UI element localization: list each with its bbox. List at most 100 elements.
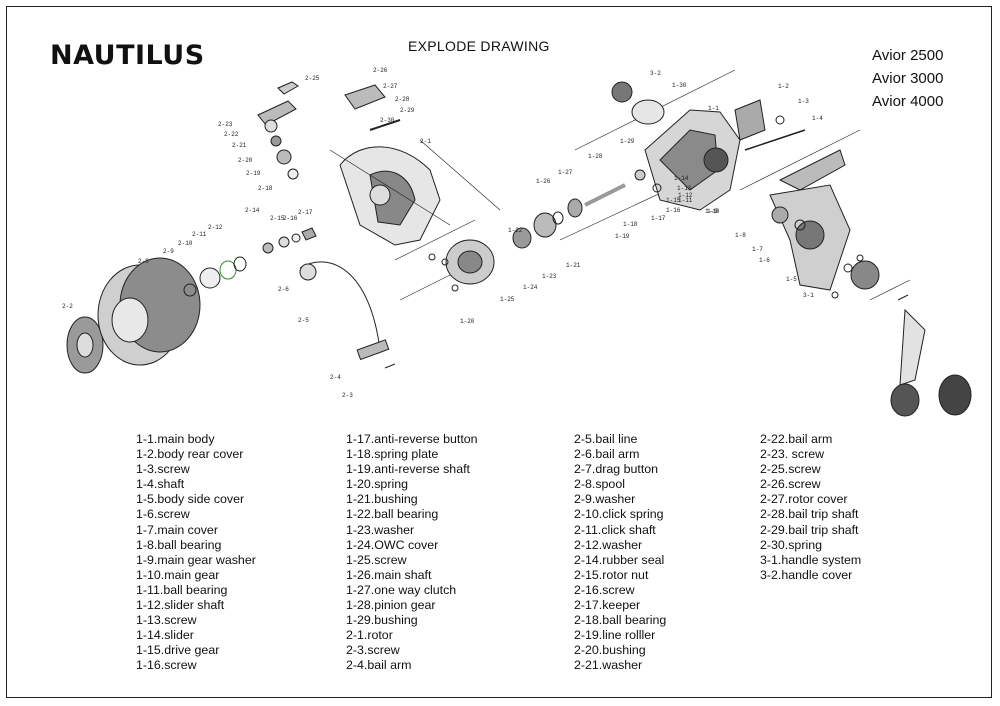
- legend-item: 2-4.bail arm: [346, 658, 412, 673]
- part-number-label: 1-19: [615, 233, 630, 240]
- part-number-label: 2-3: [342, 392, 353, 399]
- part-number-label: 3-1: [803, 292, 814, 299]
- rotor: [339, 84, 441, 246]
- legend-item: 1-9.main gear washer: [136, 552, 256, 567]
- part-number-label: 1-18: [623, 221, 638, 228]
- part-number-label: 2-5: [298, 317, 309, 324]
- part-number-label: 1-10: [705, 208, 720, 215]
- legend-item: 2-17.keeper: [574, 598, 641, 613]
- legend-item: 1-2.body rear cover: [136, 447, 244, 462]
- legend-item: 2-8.spool: [574, 477, 625, 492]
- legend-item: 1-1.main body: [136, 432, 215, 446]
- legend-item: 2-12.washer: [574, 537, 643, 552]
- legend-item: 1-26.main shaft: [346, 567, 432, 582]
- part-number-label: 1-24: [523, 284, 538, 291]
- part-number-label: 1-17: [651, 215, 666, 222]
- model-name: Avior 3000: [872, 70, 944, 87]
- legend-item: 1-29.bushing: [346, 613, 418, 628]
- model-list: Avior 2500 Avior 3000 Avior 4000: [872, 44, 943, 113]
- part-number-label: 1-26: [536, 178, 551, 185]
- part-number-label: 1-15: [666, 197, 681, 204]
- part-number-label: 2-21: [232, 142, 247, 149]
- legend-item: 2-19.line rolller: [574, 628, 656, 643]
- legend-item: 3-2.handle cover: [760, 567, 853, 582]
- model-name: Avior 4000: [872, 93, 944, 110]
- part-number-label: 1-20: [460, 318, 475, 325]
- part-number-label: 2-4: [330, 374, 341, 381]
- part-number-label: 2-2: [62, 303, 73, 310]
- part-number-label: 2-15: [270, 215, 285, 222]
- legend-item: 1-16.screw: [136, 658, 197, 673]
- legend-item: 2-26.screw: [760, 477, 821, 492]
- legend-item: 1-17.anti-reverse button: [346, 432, 478, 446]
- legend-item: 3-1.handle system: [760, 552, 862, 567]
- legend-item: 1-6.screw: [136, 507, 190, 522]
- part-number-label: 2-18: [258, 185, 273, 192]
- page-frame: [6, 6, 992, 698]
- legend-item: 1-5.body side cover: [136, 492, 245, 507]
- part-number-label: 3-2: [650, 70, 661, 77]
- part-number-label: 1-4: [812, 115, 823, 122]
- legend-item: 1-23.washer: [346, 522, 415, 537]
- legend-item: 2-27.rotor cover: [760, 492, 848, 507]
- part-number-label: 1-13: [677, 185, 692, 192]
- legend-item: 2-14.rubber seal: [574, 552, 665, 567]
- main-body: [611, 81, 806, 211]
- part-number-label: 2-17: [298, 209, 313, 216]
- legend-item: 1-27.one way clutch: [346, 582, 457, 597]
- part-number-label: 2-23: [218, 121, 233, 128]
- legend-item: 2-1.rotor: [346, 628, 393, 643]
- part-number-label: 1-16: [666, 207, 681, 214]
- part-number-label: 1-30: [672, 82, 687, 89]
- legend-item: 1-12.slider shaft: [136, 598, 225, 613]
- part-number-label: 2-27: [383, 83, 398, 90]
- legend-item: 2-30.spring: [760, 537, 822, 552]
- legend-item: 2-16.screw: [574, 582, 635, 597]
- part-number-label: 1-5: [786, 276, 797, 283]
- legend-item: 1-19.anti-reverse shaft: [346, 462, 470, 477]
- legend-item: 2-7.drag button: [574, 462, 659, 477]
- legend-item: 2-21.washer: [574, 658, 643, 673]
- part-number-label: 1-9: [707, 208, 718, 215]
- part-number-label: 1-8: [735, 232, 746, 239]
- drawing-title: EXPLODE DRAWING: [408, 38, 550, 54]
- part-number-label: 1-2: [778, 83, 789, 90]
- legend-item: 1-8.ball bearing: [136, 537, 222, 552]
- legend-item: 1-20.spring: [346, 477, 408, 492]
- owc-cover: [428, 183, 626, 292]
- exploded-drawing: 2-252-262-272-282-292-302-232-222-212-20…: [62, 67, 972, 417]
- legend-item: 2-18.ball bearing: [574, 613, 667, 628]
- part-number-label: 1-25: [500, 296, 515, 303]
- legend-item: 2-29.bail trip shaft: [760, 522, 859, 537]
- legend-item: 2-22.bail arm: [760, 432, 833, 446]
- side-cover: [769, 149, 880, 299]
- bail-line: [299, 261, 396, 369]
- legend-item: 1-15.drive gear: [136, 643, 220, 658]
- legend-item: 1-22.ball bearing: [346, 507, 439, 522]
- part-number-label: 2-8: [138, 258, 149, 265]
- part-number-label: 1-29: [620, 138, 635, 145]
- part-number-label: 1-21: [566, 262, 581, 269]
- brand-logo: NAUTILUS: [50, 40, 205, 71]
- legend-item: 2-15.rotor nut: [574, 567, 649, 582]
- handle: [890, 294, 972, 417]
- legend-item: 2-11.click shaft: [574, 522, 656, 537]
- part-number-label: 2-19: [246, 170, 261, 177]
- legend-item: 1-28.pinion gear: [346, 598, 436, 613]
- part-number-label: 2-12: [208, 224, 223, 231]
- part-number-label: 1-27: [558, 169, 573, 176]
- part-number-label: 2-1: [420, 138, 431, 145]
- legend-item: 1-3.screw: [136, 462, 190, 477]
- spool-assembly: [66, 256, 247, 374]
- part-number-label: 1-11: [678, 197, 693, 204]
- part-number-label: 2-9: [163, 248, 174, 255]
- legend-item: 2-6.bail arm: [574, 447, 640, 462]
- part-number-label: 2-11: [192, 231, 207, 238]
- legend-item: 2-10.click spring: [574, 507, 664, 522]
- part-number-label: 1-23: [542, 273, 557, 280]
- legend-item: 1-18.spring plate: [346, 447, 439, 462]
- part-number-label: 2-28: [395, 96, 410, 103]
